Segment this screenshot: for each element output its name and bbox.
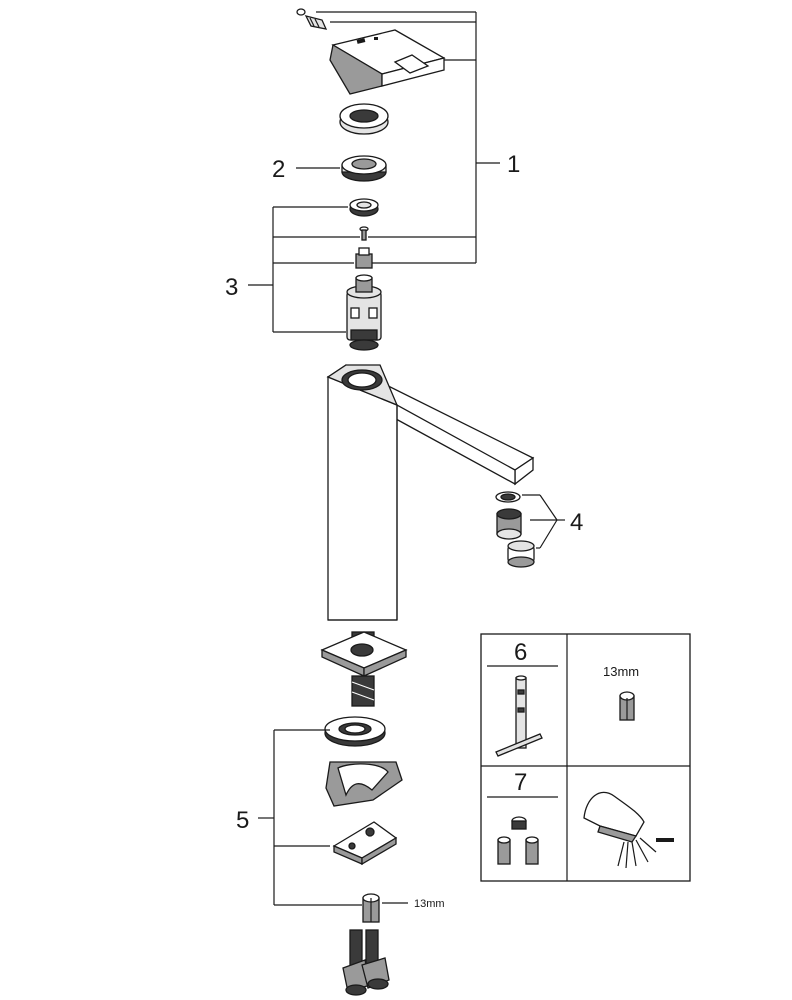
part-2-nut-icon (341, 155, 387, 182)
spray-head-icon (583, 791, 674, 869)
callout-3-leaders (248, 206, 360, 333)
small-ring-icon (349, 198, 379, 217)
tool-nut-size-label: 13mm (603, 664, 639, 679)
faucet-body-icon (326, 364, 535, 621)
threaded-rod-icon (320, 631, 408, 707)
callout-6-label: 6 (514, 639, 527, 666)
callout-5-leaders (258, 729, 408, 906)
callout-1-label: 1 (507, 151, 520, 178)
small-screw-icon (359, 226, 369, 241)
accessory-panel (480, 633, 691, 882)
nut-icon (362, 893, 380, 923)
aerator-icon (495, 491, 535, 568)
callout-3-label: 3 (225, 274, 238, 301)
gasket-icon (325, 761, 403, 807)
hose-icon (342, 929, 390, 996)
nut-size-label: 13mm (414, 898, 445, 910)
callout-7-label: 7 (514, 769, 527, 796)
clamp-plate-icon (332, 821, 398, 866)
screw-icon (296, 8, 328, 30)
callout-4-label: 4 (570, 509, 583, 536)
cartridge-icon (346, 274, 382, 351)
wrench-key-icon (495, 675, 543, 757)
callout-2-label: 2 (272, 156, 285, 183)
callout-5-label: 5 (236, 807, 249, 834)
callout-4-leaders (522, 494, 565, 549)
cover-ring-icon (339, 103, 389, 135)
hex-nut-icon (619, 691, 635, 721)
connector-fittings-icon (497, 816, 539, 865)
adapter-icon (355, 247, 373, 269)
lever-handle-icon (329, 29, 446, 95)
mounting-ring-icon (324, 716, 386, 747)
